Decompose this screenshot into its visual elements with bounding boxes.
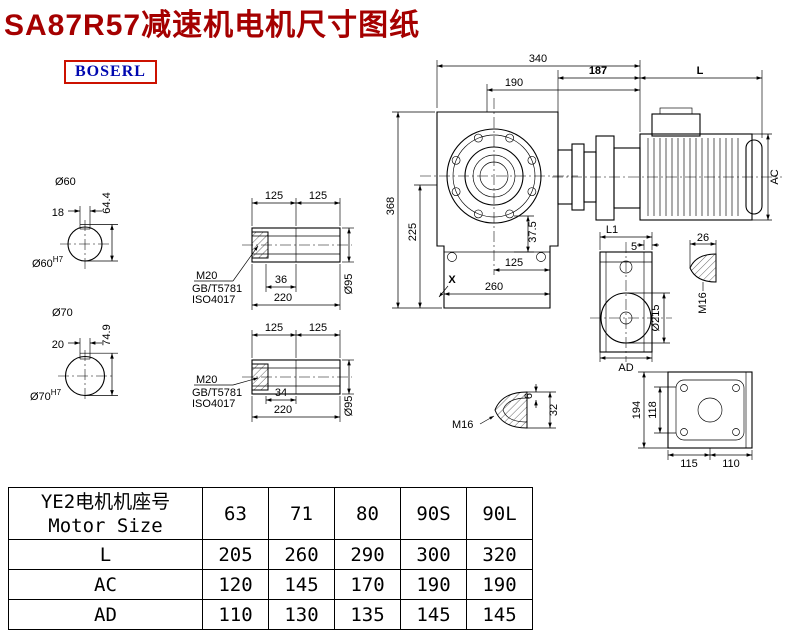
table-cell: 135 [334,599,401,630]
table-col-header: 90L [466,487,533,540]
dim-368-label: 368 [385,197,397,215]
bore1-125b-label: 125 [309,190,327,202]
bore1-length-label: 220 [274,292,292,304]
dim-L-label: L [697,65,704,77]
table-cell: 190 [400,569,467,600]
bore2-std2-label: ISO4017 [192,398,235,410]
shaft60-keyh-label: 64.4 [101,192,113,213]
dim-110-label: 110 [722,458,740,470]
shaft-end-view-60: Ø60 18 64.4 Ø60H7 [32,176,118,270]
dim-118-label: 118 [647,401,659,419]
dim-AC-label: AC [769,169,781,184]
technical-drawing: 340 190 368 225 37.5 125 260 X [30,53,782,470]
dim-26-label: 26 [697,232,709,244]
boserl-logo: BOSERL [64,60,157,84]
dim-187-label: 187 [589,65,607,77]
page-title: SA87R57减速机电机尺寸图纸 [4,9,421,42]
bore2-std1-label: GB/T5781 [192,387,242,399]
motor-size-label-en: Motor Size [48,514,163,537]
bore2-length-label: 220 [274,404,292,416]
dim-260-label: 260 [485,281,503,293]
shaft60-bore-tol: H7 [53,255,64,264]
table-row-L: L 205 260 290 300 320 [8,539,533,570]
row-label: AD [8,599,203,630]
bore1-depth-label: 36 [275,274,287,286]
shaft70-bore-dia: Ø70 [30,391,51,403]
hollow-shaft-section-2: 125 125 M20 GB/T5781 ISO4017 34 220 Ø95 [192,322,355,422]
shaft70-bore-label: Ø70H7 [30,388,62,403]
bore2-125b-label: 125 [309,322,327,334]
bore2-125a-label: 125 [265,322,283,334]
shaft70-bore-tol: H7 [51,388,62,397]
dim-190-label: 190 [505,77,523,89]
table-cell: 145 [268,569,335,600]
table-cell: 260 [268,539,335,570]
section-x-label: X [448,274,456,286]
bottom-m16-label: M16 [452,419,473,431]
gearbox-rear-view: 194 118 115 110 [631,371,753,470]
dim-340-label: 340 [529,53,547,65]
gearbox-front-view: 340 190 368 225 37.5 125 260 X [385,53,641,309]
table-cell: 320 [466,539,533,570]
table-col-header: 71 [268,487,335,540]
shaft-end-view-70: Ø70 20 74.9 Ø70H7 [30,307,118,403]
table-cell: 130 [268,599,335,630]
motor-size-table: YE2电机机座号 Motor Size 63 71 80 90S 90L L 2… [8,487,533,630]
bore2-depth-label: 34 [275,387,287,399]
bore2-thread-label: M20 [196,374,217,386]
shaft-end-m16-bottom: M16 6 32 [452,384,560,431]
table-header-row: YE2电机机座号 Motor Size 63 71 80 90S 90L [8,487,533,540]
table-cell: 120 [202,569,269,600]
dim-115-label: 115 [680,458,698,470]
table-cell: 205 [202,539,269,570]
table-cell: 145 [400,599,467,630]
hollow-shaft-section-1: 125 125 M20 GB/T5781 ISO4017 36 220 Ø95 [192,190,355,310]
dim-225-label: 225 [407,223,419,241]
table-cell: 190 [466,569,533,600]
table-row-AD: AD 110 130 135 145 145 [8,599,533,630]
table-cell: 110 [202,599,269,630]
dim-37-5-label: 37.5 [527,221,539,242]
motor-size-label-cn: YE2电机机座号 [40,490,171,513]
dim-125-bottom-label: 125 [505,257,523,269]
table-col-header: 63 [202,487,269,540]
bore1-std2-label: ISO4017 [192,294,235,306]
shaft-end-m16-side: 26 M16 [689,232,717,314]
row-label: L [8,539,203,570]
shaft60-bore-label: Ø60H7 [32,255,64,270]
table-cell: 145 [466,599,533,630]
shaft70-dia-label: Ø70 [52,307,73,319]
shaft70-keyw-label: 20 [52,339,64,351]
dim-5-label: 5 [631,241,637,253]
dim-AD-label: AD [618,362,633,374]
motor-size-header-cell: YE2电机机座号 Motor Size [8,487,203,540]
table-row-AC: AC 120 145 170 190 190 [8,569,533,600]
dim-6-label: 6 [523,393,535,399]
shaft60-dia-label: Ø60 [55,176,76,188]
gearbox-side-view: L1 5 Ø215 AD [590,224,672,374]
bore1-thread-label: M20 [196,270,217,282]
dim-L1-label: L1 [606,224,618,236]
bore1-dia-label: Ø95 [343,274,355,295]
bore1-125a-label: 125 [265,190,283,202]
dim-194-label: 194 [631,401,643,419]
table-cell: 300 [400,539,467,570]
boserl-logo-text: BOSERL [75,63,146,80]
shaft60-keyw-label: 18 [52,207,64,219]
shaft70-keyh-label: 74.9 [101,324,113,345]
bore1-std1-label: GB/T5781 [192,283,242,295]
table-col-header: 80 [334,487,401,540]
dim-32-label: 32 [548,404,560,416]
dim-215-label: Ø215 [650,305,662,332]
table-cell: 290 [334,539,401,570]
row-label: AC [8,569,203,600]
table-col-header: 90S [400,487,467,540]
motor-side-view: 187 L AC [552,65,782,221]
side-m16-label: M16 [697,292,709,313]
table-cell: 170 [334,569,401,600]
bore2-dia-label: Ø95 [343,396,355,417]
shaft60-bore-dia: Ø60 [32,258,53,270]
